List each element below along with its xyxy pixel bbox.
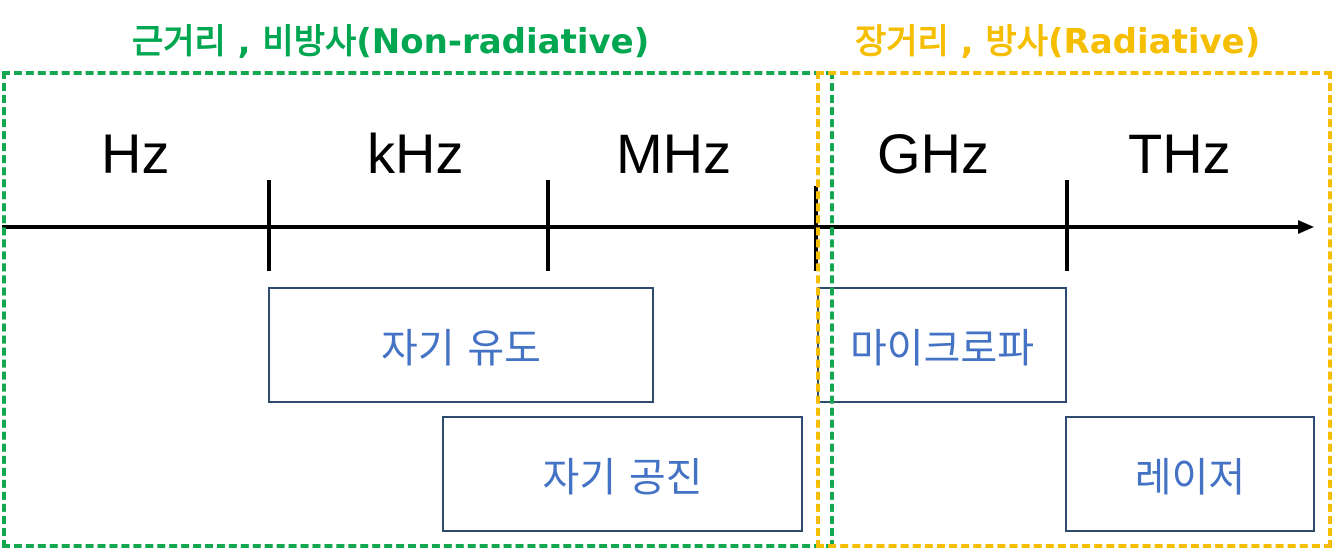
band-label-khz: kHz	[367, 122, 464, 185]
tech-label-microwave: 마이크로파	[850, 326, 1034, 372]
tech-label-magnetic-induction: 자기 유도	[381, 326, 541, 372]
near-field-region	[2, 71, 834, 548]
band-label-thz: THz	[1128, 122, 1231, 185]
axis-arrowhead	[1298, 220, 1314, 234]
near-field-title: 근거리 , 비방사(Non-radiative)	[132, 22, 650, 62]
tech-box-magnetic-induction: 자기 유도	[268, 287, 654, 403]
tech-box-laser: 레이저	[1065, 416, 1315, 532]
tech-box-microwave: 마이크로파	[817, 287, 1067, 403]
band-label-hz: Hz	[101, 122, 170, 185]
tech-label-magnetic-resonance: 자기 공진	[542, 455, 703, 501]
band-label-ghz: GHz	[877, 122, 989, 185]
far-field-region	[816, 71, 1332, 548]
tech-label-laser: 레이저	[1134, 455, 1246, 501]
far-field-title: 장거리 , 방사(Radiative)	[855, 22, 1261, 62]
band-label-mhz: MHz	[616, 122, 732, 185]
tech-box-magnetic-resonance: 자기 공진	[442, 416, 803, 532]
